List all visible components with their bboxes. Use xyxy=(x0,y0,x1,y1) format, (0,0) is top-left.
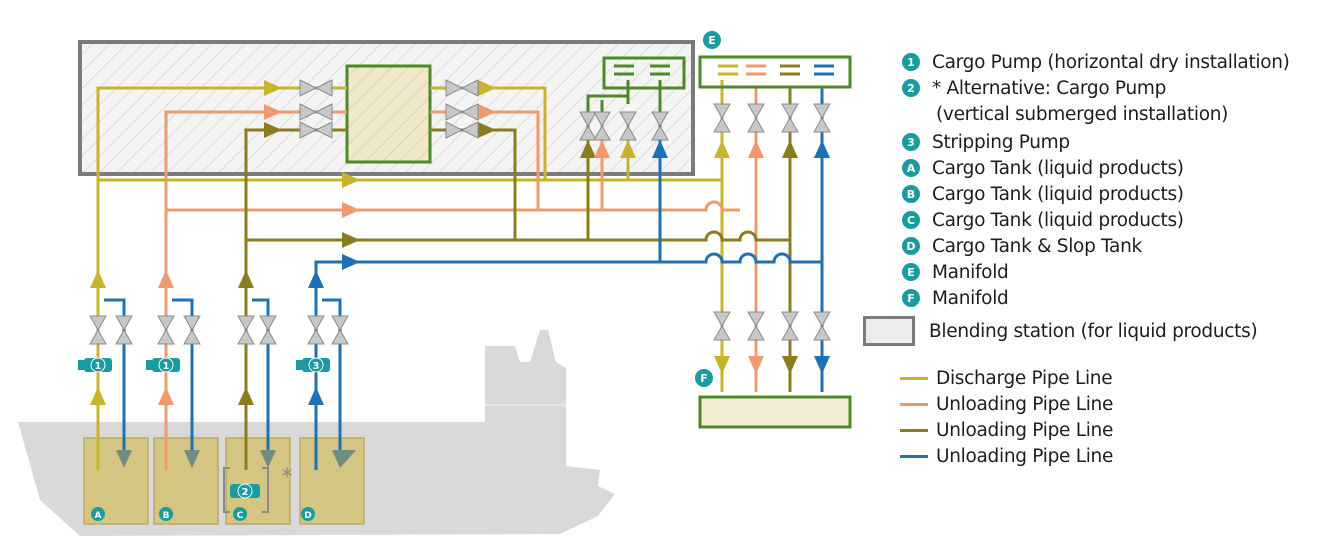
legend-item: F Manifold xyxy=(858,286,1009,310)
manifold-label: E xyxy=(708,34,716,47)
legend-item: 1 Cargo Pump (horizontal dry installatio… xyxy=(858,50,1290,74)
legend-text: (vertical submerged installation) xyxy=(936,103,1229,125)
alternative-asterisk: * xyxy=(282,465,293,490)
legend-badge: 3 xyxy=(902,133,920,151)
pump-label: 1 xyxy=(163,361,170,372)
line-swatch xyxy=(900,428,928,432)
legend-text: Unloading Pipe Line xyxy=(936,419,1114,441)
legend-text: Cargo Tank (liquid products) xyxy=(932,183,1184,205)
legend-item: B Cargo Tank (liquid products) xyxy=(858,182,1184,206)
pump-label: 3 xyxy=(313,361,320,372)
legend-item: D Cargo Tank & Slop Tank xyxy=(858,234,1142,258)
blending-unit xyxy=(345,64,432,164)
legend-text: Cargo Tank (liquid products) xyxy=(932,209,1184,231)
legend-text: Discharge Pipe Line xyxy=(936,367,1113,389)
legend-item: 3 Stripping Pump xyxy=(858,130,1070,154)
legend-badge: 1 xyxy=(902,53,920,71)
legend-text: Cargo Tank (liquid products) xyxy=(932,157,1184,179)
legend-text: Unloading Pipe Line xyxy=(936,393,1114,415)
return-pipes xyxy=(104,298,342,462)
manifold-badges: E F xyxy=(695,31,721,387)
manifold-top-right xyxy=(602,56,686,90)
legend-text: Blending station (for liquid products) xyxy=(929,320,1258,342)
flow-arrows xyxy=(90,80,830,468)
blending-station-swatch xyxy=(863,316,915,346)
legend-text: Cargo Tank & Slop Tank xyxy=(932,235,1142,257)
manifold-f xyxy=(698,395,852,429)
pump-1-b: 1 xyxy=(146,357,180,373)
legend-item: Unloading Pipe Line xyxy=(858,444,1113,468)
manifold-e xyxy=(698,55,852,89)
legend-text: Stripping Pump xyxy=(932,131,1070,153)
legend-text: * Alternative: Cargo Pump xyxy=(932,77,1167,99)
pump-3: 3 xyxy=(296,357,330,373)
pump-2: 2 * xyxy=(223,465,293,513)
pump-label: 1 xyxy=(95,361,102,372)
line-swatch xyxy=(900,454,928,458)
legend-item: Unloading Pipe Line xyxy=(858,418,1113,442)
legend-badge: F xyxy=(902,289,920,307)
line-swatch xyxy=(900,402,928,406)
pump-label: 2 xyxy=(242,487,249,498)
legend-badge: D xyxy=(902,237,920,255)
manifold-label: F xyxy=(700,372,708,385)
legend-item: Blending station (for liquid products) xyxy=(858,316,1258,346)
legend-text: Manifold xyxy=(932,261,1009,283)
legend-item: E Manifold xyxy=(858,260,1009,284)
tank-label: D xyxy=(304,511,311,521)
legend-text: Unloading Pipe Line xyxy=(936,445,1114,467)
legend-badge: C xyxy=(902,211,920,229)
tank-label: A xyxy=(95,511,102,521)
legend-badge: E xyxy=(902,263,920,281)
line-swatch xyxy=(900,376,928,380)
legend-item: Unloading Pipe Line xyxy=(858,392,1113,416)
valves xyxy=(89,79,831,345)
legend-item: A Cargo Tank (liquid products) xyxy=(858,156,1184,180)
legend-item: 2 * Alternative: Cargo Pump xyxy=(858,76,1166,100)
tank-label: B xyxy=(163,511,170,521)
legend-text: Cargo Pump (horizontal dry installation) xyxy=(932,51,1290,73)
legend-badge: 2 xyxy=(902,79,920,97)
legend-item: C Cargo Tank (liquid products) xyxy=(858,208,1184,232)
legend-item: Discharge Pipe Line xyxy=(858,366,1113,390)
tank-label: C xyxy=(237,511,244,521)
legend-item: (vertical submerged installation) xyxy=(936,102,1228,126)
legend-badge: B xyxy=(902,185,920,203)
legend-badge: A xyxy=(902,159,920,177)
pump-1-a: 1 xyxy=(78,357,112,373)
tank-badges: A B C D xyxy=(91,507,315,521)
legend-text: Manifold xyxy=(932,287,1009,309)
